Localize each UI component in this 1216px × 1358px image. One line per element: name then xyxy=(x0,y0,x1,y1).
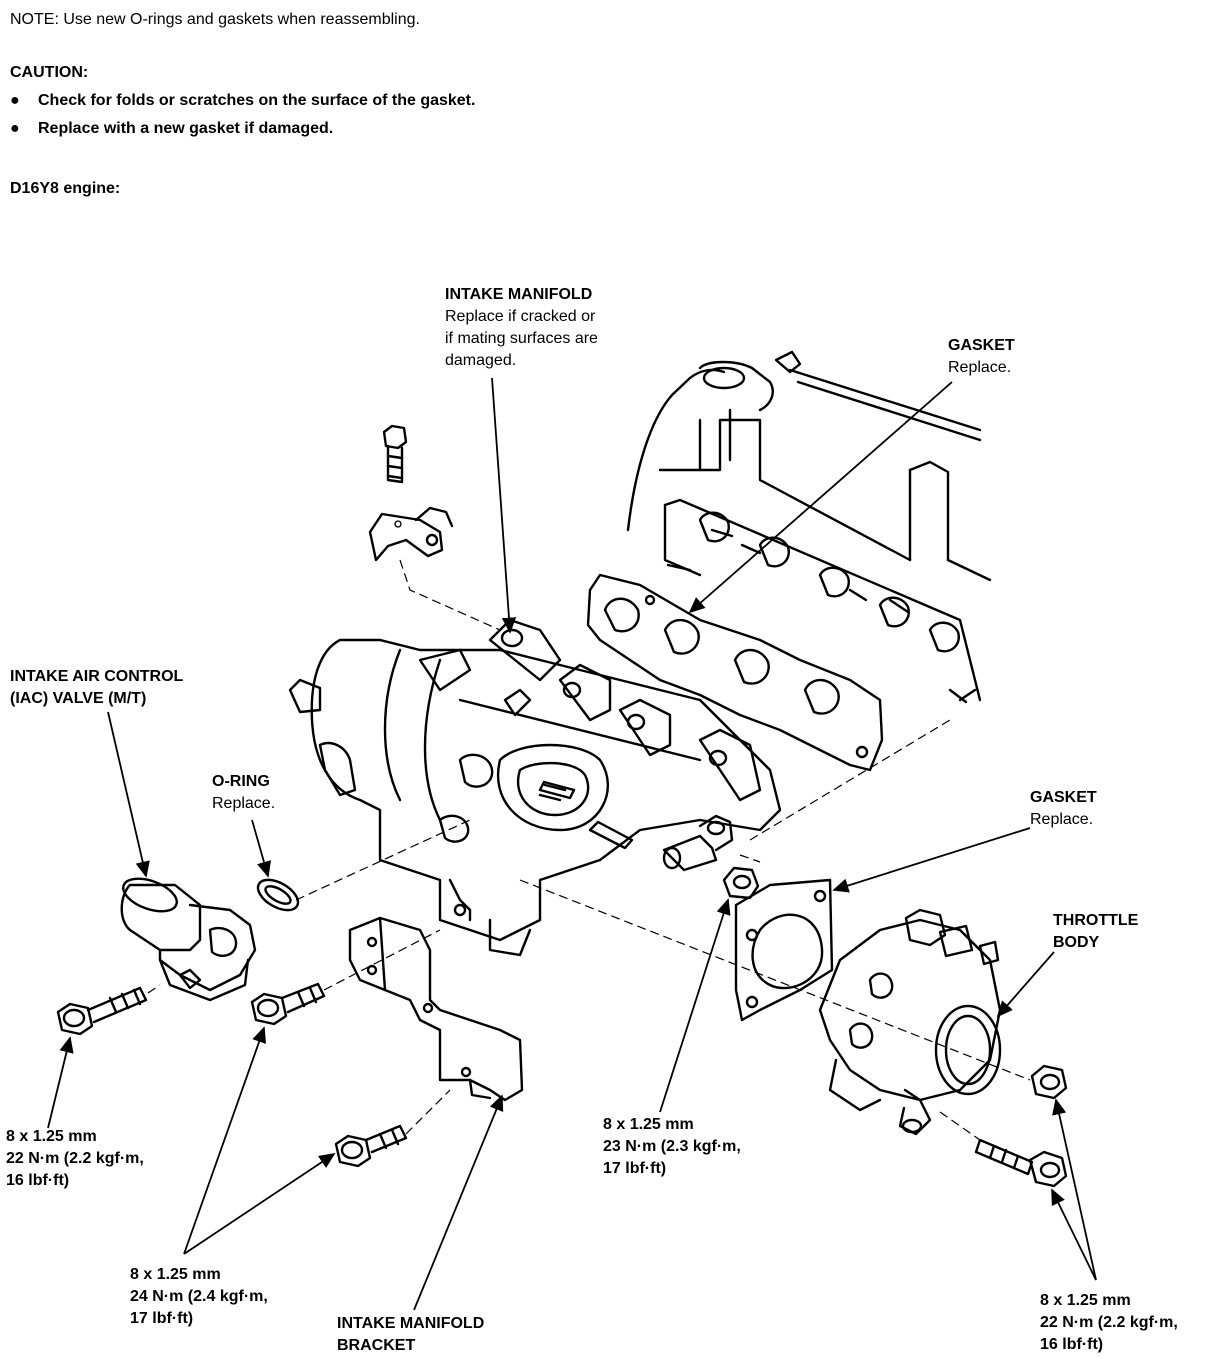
torque-line: 16 lbf·ft) xyxy=(6,1172,70,1189)
caution-title: CAUTION: xyxy=(10,64,89,81)
bullet-icon: ● xyxy=(10,92,20,109)
throttle-body-bolt xyxy=(974,1138,1068,1188)
caution-item-text: Replace with a new gasket if damaged. xyxy=(38,120,334,137)
torque-bracket-callout: 8 x 1.25 mm 24 N·m (2.4 kgf·m, 17 lbf·ft… xyxy=(130,1264,268,1330)
intake-manifold xyxy=(288,618,782,957)
callout-title: INTAKE MANIFOLD xyxy=(445,286,593,303)
callout-title: GASKET xyxy=(948,337,1015,354)
callout-line: Replace. xyxy=(948,359,1012,376)
o-ring-part xyxy=(256,878,300,912)
torque-line: 22 N·m (2.2 kgf·m, xyxy=(1040,1314,1178,1331)
throttle-body-nut xyxy=(1030,1064,1068,1100)
manifold-gasket xyxy=(586,573,884,772)
torque-line: 24 N·m (2.4 kgf·m, xyxy=(130,1288,268,1305)
gasket-throttle-callout: GASKET Replace. xyxy=(1030,787,1097,831)
intake-manifold-bracket xyxy=(348,916,524,1102)
o-ring-callout: O-RING Replace. xyxy=(212,771,275,815)
callout-title: THROTTLE xyxy=(1053,912,1139,929)
bracket-bolt-upper xyxy=(250,982,326,1026)
callout-title: GASKET xyxy=(1030,789,1097,806)
callout-line: Replace. xyxy=(1030,811,1094,828)
upper-bolt-bracket xyxy=(368,424,454,562)
note-text: NOTE: Use new O-rings and gaskets when r… xyxy=(10,11,420,28)
callout-title: INTAKE AIR CONTROL xyxy=(10,668,184,685)
gasket-head-callout: GASKET Replace. xyxy=(948,335,1015,379)
throttle-gasket xyxy=(734,878,834,1022)
callout-line: BRACKET xyxy=(337,1337,416,1354)
throttle-body-callout: THROTTLE BODY xyxy=(1053,910,1138,954)
bracket-callout: INTAKE MANIFOLD BRACKET xyxy=(337,1313,484,1357)
cylinder-head xyxy=(626,350,992,704)
torque-line: 17 lbf·ft) xyxy=(603,1160,667,1177)
torque-line: 22 N·m (2.2 kgf·m, xyxy=(6,1150,144,1167)
torque-line: 23 N·m (2.3 kgf·m, xyxy=(603,1138,741,1155)
torque-line: 8 x 1.25 mm xyxy=(6,1128,97,1145)
torque-line: 8 x 1.25 mm xyxy=(603,1116,694,1133)
engine-label: D16Y8 engine: xyxy=(10,180,121,197)
torque-throttle-bolt-callout: 8 x 1.25 mm 22 N·m (2.2 kgf·m, 16 lbf·ft… xyxy=(1040,1290,1178,1356)
torque-line: 16 lbf·ft) xyxy=(1040,1336,1104,1353)
torque-line: 17 lbf·ft) xyxy=(130,1310,194,1327)
torque-line: 8 x 1.25 mm xyxy=(130,1266,221,1283)
caution-item: ● Replace with a new gasket if damaged. xyxy=(10,118,333,140)
assembly-lines xyxy=(147,559,1031,1141)
callout-line: damaged. xyxy=(445,352,517,369)
torque-iac-callout: 8 x 1.25 mm 22 N·m (2.2 kgf·m, 16 lbf·ft… xyxy=(6,1126,144,1192)
pipe-fitting xyxy=(662,814,734,872)
intake-manifold-callout: INTAKE MANIFOLD Replace if cracked or if… xyxy=(445,284,598,372)
throttle-nut xyxy=(722,866,760,900)
callout-title: INTAKE MANIFOLD xyxy=(337,1315,485,1332)
callout-line: if mating surfaces are xyxy=(445,330,598,347)
throttle-body-part xyxy=(818,908,1002,1136)
callout-line: Replace if cracked or xyxy=(445,308,596,325)
leader-lines xyxy=(47,377,1097,1311)
bracket-bolt-lower xyxy=(334,1124,408,1168)
callout-line: Replace. xyxy=(212,795,276,812)
caution-item-text: Check for folds or scratches on the surf… xyxy=(38,92,476,109)
torque-line: 8 x 1.25 mm xyxy=(1040,1292,1131,1309)
iac-valve-callout: INTAKE AIR CONTROL (IAC) VALVE (M/T) xyxy=(10,666,183,710)
iac-bolt xyxy=(56,986,148,1036)
caution-item: ● Check for folds or scratches on the sur… xyxy=(10,90,475,112)
callout-line: BODY xyxy=(1053,934,1100,951)
iac-valve xyxy=(120,877,257,1002)
callout-title: O-RING xyxy=(212,773,270,790)
bullet-icon: ● xyxy=(10,120,20,137)
callout-line: (IAC) VALVE (M/T) xyxy=(10,690,147,707)
torque-throttle-nut-callout: 8 x 1.25 mm 23 N·m (2.3 kgf·m, 17 lbf·ft… xyxy=(603,1114,741,1180)
